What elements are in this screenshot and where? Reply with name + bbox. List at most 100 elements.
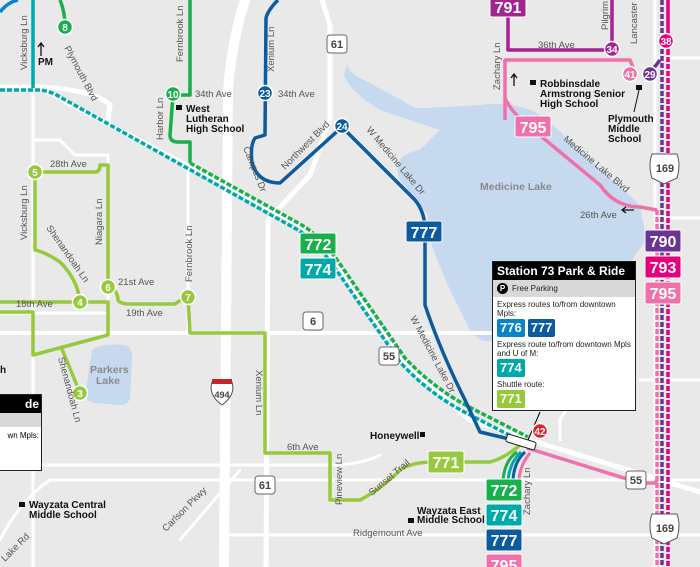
svg-text:771: 771 xyxy=(433,455,460,472)
street-label: Fernbrook Ln xyxy=(175,5,186,62)
svg-text:61: 61 xyxy=(259,480,271,492)
street-label: Harbor Ln xyxy=(155,98,166,140)
svg-text:61: 61 xyxy=(331,39,343,51)
route-badge-774[interactable]: 774 xyxy=(497,359,525,377)
route-badge-790[interactable]: 790 xyxy=(644,229,682,253)
partial-box-title: de xyxy=(0,395,41,413)
svg-text:29: 29 xyxy=(644,70,656,81)
svg-text:Robbinsdale: Robbinsdale xyxy=(540,79,600,90)
svg-text:6: 6 xyxy=(105,283,111,294)
street-label: Xenium Ln xyxy=(266,27,277,72)
partial-label: h xyxy=(0,365,6,376)
svg-text:791: 791 xyxy=(495,0,522,17)
stop-4[interactable]: 4 xyxy=(71,293,89,311)
route-badge-776[interactable]: 776 xyxy=(497,319,525,337)
street-label: Xenium Ln xyxy=(253,370,264,415)
stop-34[interactable]: 34 xyxy=(603,40,621,58)
svg-text:7: 7 xyxy=(185,293,191,304)
route-badge-774-south[interactable]: 774 xyxy=(485,503,523,527)
stop-42[interactable]: 42 xyxy=(531,422,549,440)
stop-29[interactable]: 29 xyxy=(641,65,659,83)
school-icon xyxy=(19,502,25,507)
stop-8[interactable]: 8 xyxy=(56,18,74,36)
street-label: 28th Ave xyxy=(50,159,87,170)
stop-6[interactable]: 6 xyxy=(99,278,117,296)
route-badge-777[interactable]: 777 xyxy=(527,319,556,337)
svg-text:Middle School: Middle School xyxy=(29,510,97,521)
route-badge-791[interactable]: 791 xyxy=(489,0,527,18)
station-73-marker[interactable] xyxy=(505,433,537,451)
points-of-interest: West Lutheran High School Robbinsdale Ar… xyxy=(0,41,654,526)
school-icon xyxy=(530,80,536,85)
medicine-lake-label: Medicine Lake xyxy=(480,181,552,193)
stop-41[interactable]: 41 xyxy=(621,65,639,83)
street-label: Pilgrim xyxy=(600,1,611,30)
school-icon xyxy=(176,105,182,110)
school-icon xyxy=(636,85,642,90)
svg-text:Wayzata East: Wayzata East xyxy=(417,506,481,517)
route-795-south xyxy=(526,446,659,485)
parking-label: Free Parking xyxy=(512,284,558,293)
parkers-lake-label-2: Lake xyxy=(96,375,120,387)
route-badge-774[interactable]: 774 xyxy=(299,257,337,280)
svg-text:793: 793 xyxy=(650,260,677,277)
partial-box-text: wn Mpls: xyxy=(7,431,39,440)
svg-text:42: 42 xyxy=(534,427,546,438)
shield-i494: 494 xyxy=(210,379,234,406)
robbinsdale-armstrong-hs: Robbinsdale Armstrong Senior High School xyxy=(530,79,625,110)
route-blue-corner xyxy=(0,0,19,14)
route-badge-793[interactable]: 793 xyxy=(644,255,682,279)
svg-text:795: 795 xyxy=(491,558,518,567)
route-badge-777[interactable]: 777 xyxy=(405,220,443,243)
svg-text:38: 38 xyxy=(660,37,672,48)
express-label: Express routes to/from downtown Mpls: xyxy=(497,300,616,318)
stop-23[interactable]: 23 xyxy=(256,84,274,102)
stop-10[interactable]: 10 xyxy=(164,85,182,103)
route-badge-771[interactable]: 771 xyxy=(497,390,525,408)
svg-text:Middle: Middle xyxy=(608,124,640,135)
route-badge-772[interactable]: 772 xyxy=(299,232,337,255)
svg-text:790: 790 xyxy=(650,234,677,251)
route-badge-772-south[interactable]: 772 xyxy=(485,478,523,502)
station-73-info-box: Station 73 Park & Ride P Free Parking Ex… xyxy=(492,261,636,411)
svg-text:55: 55 xyxy=(383,351,395,363)
svg-text:10: 10 xyxy=(167,90,179,101)
shuttle-routes: 771 xyxy=(493,390,635,408)
stop-5[interactable]: 5 xyxy=(26,163,44,181)
route-771-south-loop xyxy=(0,172,82,304)
svg-text:777: 777 xyxy=(411,225,438,242)
route-badge-777-south[interactable]: 777 xyxy=(485,528,523,552)
route-badge-795-south[interactable]: 795 xyxy=(485,553,523,567)
shield-us169-s: 169 xyxy=(649,513,680,545)
street-label: 34th Ave xyxy=(195,89,232,100)
stop-38[interactable]: 38 xyxy=(657,32,675,50)
honeywell: Honeywell xyxy=(370,431,425,442)
station-branches-777 xyxy=(511,450,527,481)
shuttle-label: Shuttle route: xyxy=(497,380,545,389)
parkers-lake xyxy=(85,344,133,406)
stop-3[interactable]: 3 xyxy=(71,384,89,402)
shield-hwy55-w: 55 xyxy=(378,346,400,366)
svg-text:Lutheran: Lutheran xyxy=(186,114,229,125)
svg-text:774: 774 xyxy=(305,262,332,279)
route-791 xyxy=(506,0,614,52)
svg-text:24: 24 xyxy=(336,122,348,133)
route-795-diag xyxy=(503,97,658,212)
stop-7[interactable]: 7 xyxy=(179,288,197,306)
route-badge-771[interactable]: 771 xyxy=(427,450,465,474)
street-label: Lancaster xyxy=(629,2,640,44)
route-777 xyxy=(249,0,523,444)
parkers-lake-label: Parkers xyxy=(90,364,129,376)
stop-24[interactable]: 24 xyxy=(333,117,351,135)
street-label: 18th Ave xyxy=(16,299,53,310)
svg-text:774: 774 xyxy=(491,508,518,525)
svg-text:772: 772 xyxy=(305,237,332,254)
route-badge-795-east[interactable]: 795 xyxy=(644,281,682,305)
street-label: Zachary Ln xyxy=(522,467,533,515)
umn-label: Express route to/from downtown Mpls and … xyxy=(497,340,631,358)
svg-text:School: School xyxy=(608,134,642,145)
street-label: Pineview Ln xyxy=(334,454,345,505)
plymouth-ms: Plymouth Middle School xyxy=(608,85,654,145)
route-badge-795-north[interactable]: 795 xyxy=(514,115,552,138)
